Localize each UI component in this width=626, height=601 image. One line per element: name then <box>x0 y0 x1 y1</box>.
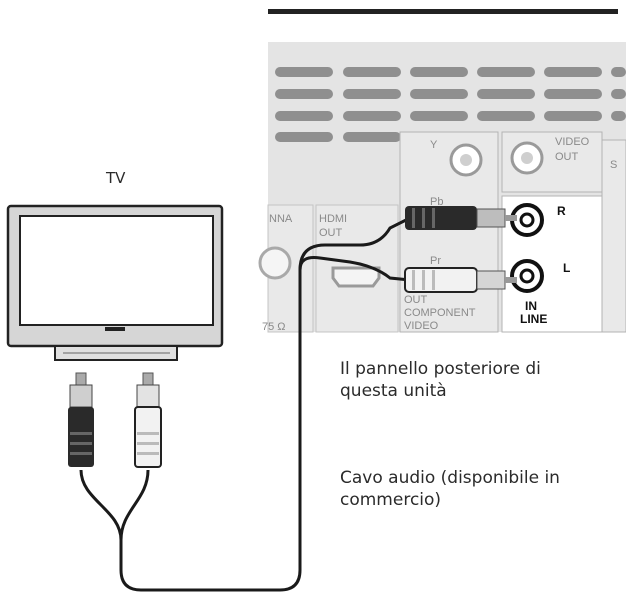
cable-caption-line1: Cavo audio (disponibile in <box>340 468 560 488</box>
hdmi-out-label: OUT <box>319 227 343 239</box>
antenna-connector <box>258 246 292 280</box>
cable-caption-line2: commercio) <box>340 490 441 510</box>
plug-black-receiver <box>405 206 517 230</box>
ohm-label: 75 Ω <box>262 321 286 333</box>
plug-black-tv <box>68 372 94 467</box>
component-video-section <box>399 131 499 333</box>
video-out-jack <box>510 141 544 175</box>
tv-illustration <box>6 204 224 361</box>
rear-panel-caption-line1: Il pannello posteriore di <box>340 359 541 379</box>
component-video-label: VIDEO <box>404 320 439 332</box>
hdmi-port <box>331 266 381 288</box>
vent-slots <box>275 67 626 142</box>
y-jack <box>449 143 483 177</box>
plug-white-tv <box>134 372 162 468</box>
video-label: VIDEO <box>555 136 590 148</box>
panel-top-edge <box>268 9 618 14</box>
component-label: COMPONENT <box>404 307 476 319</box>
audio-in-l-jack <box>510 259 544 293</box>
hdmi-label: HDMI <box>319 213 347 225</box>
l-label: L <box>563 261 570 275</box>
component-out-label: OUT <box>404 294 428 306</box>
audio-cable <box>79 216 411 592</box>
video-out-section <box>501 131 603 193</box>
s-label: S <box>610 159 617 171</box>
rear-panel-caption-line2: questa unità <box>340 381 447 401</box>
plug-white-receiver <box>404 267 517 293</box>
in-label: IN <box>525 299 537 313</box>
antenna-label: NNA <box>269 213 293 225</box>
pr-label: Pr <box>430 255 441 267</box>
line-label: LINE <box>520 312 547 326</box>
r-label: R <box>557 204 566 218</box>
s-video-section <box>601 139 626 333</box>
video-out-label: OUT <box>555 151 579 163</box>
y-label: Y <box>430 139 438 151</box>
pb-label: Pb <box>430 196 443 208</box>
tv-label: TV <box>105 169 126 187</box>
